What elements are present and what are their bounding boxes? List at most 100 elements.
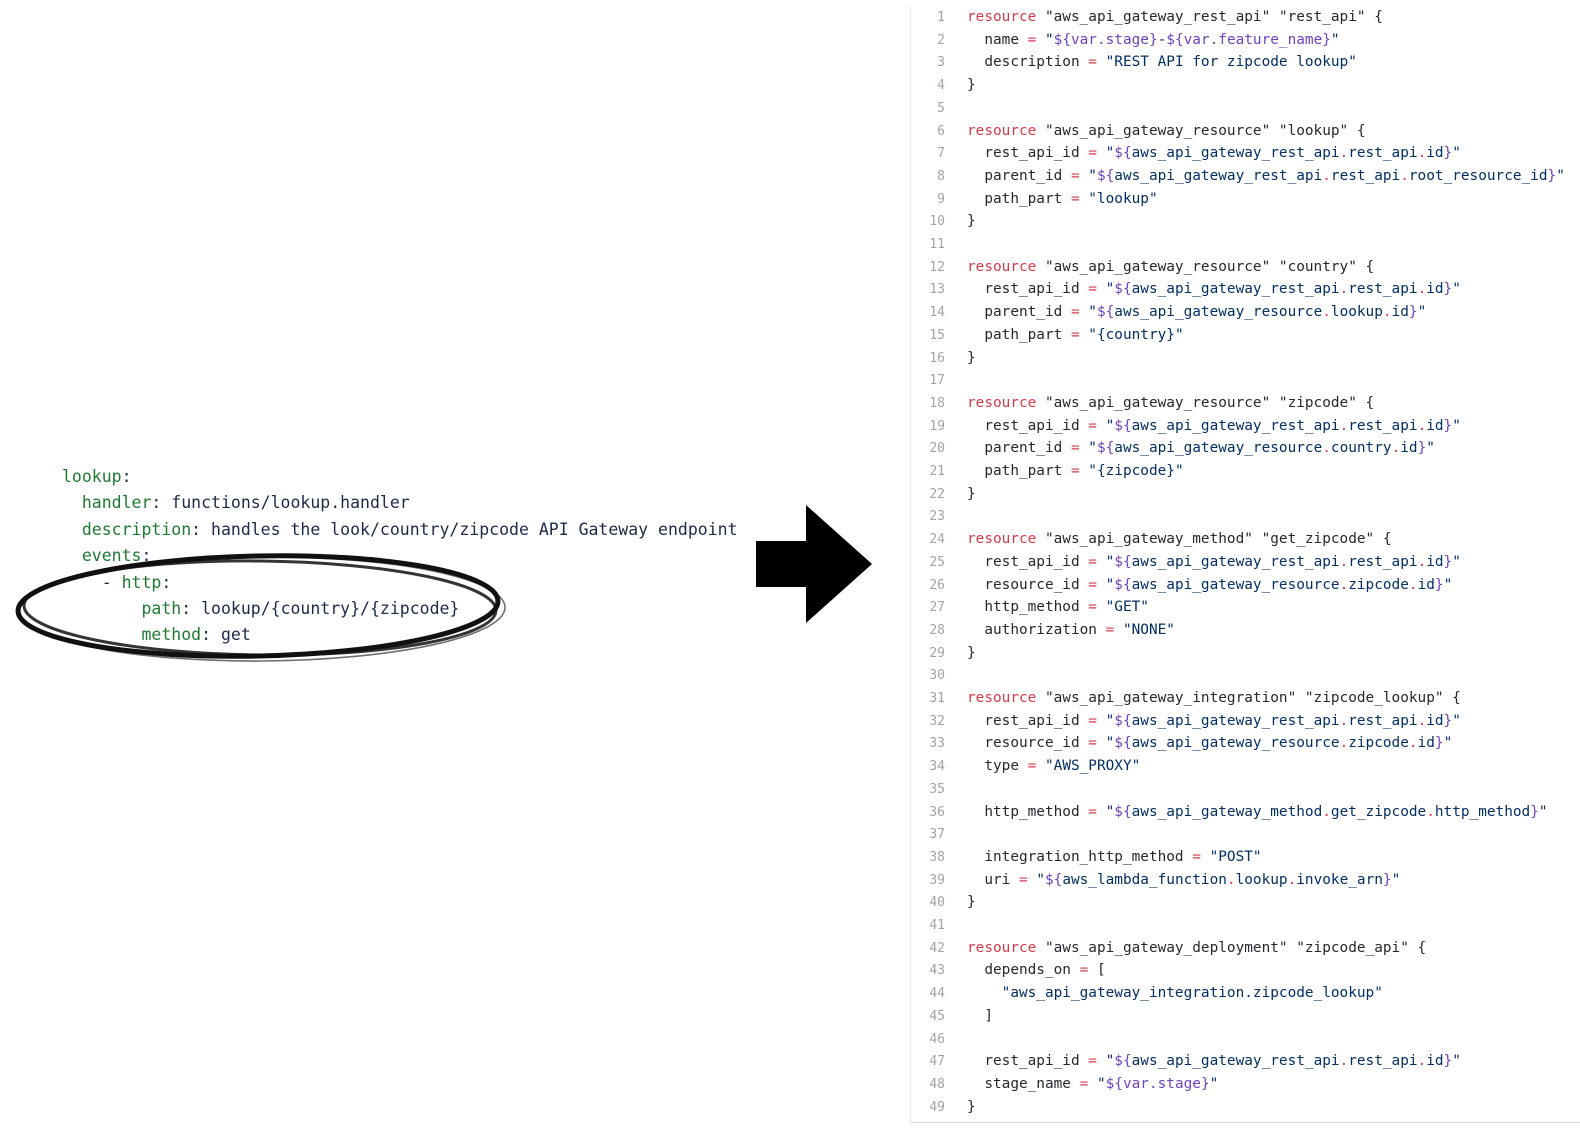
code-token: depends_on bbox=[967, 962, 1080, 979]
code-token: path_part bbox=[967, 190, 1071, 207]
code-token: = bbox=[1070, 326, 1080, 343]
code-token: "{country}" bbox=[1079, 326, 1184, 343]
line-number: 39 bbox=[929, 872, 945, 888]
yaml-token: lookup/{country}/{zipcode} bbox=[201, 598, 460, 618]
line-number: 43 bbox=[929, 963, 945, 979]
code-token: "AWS_PROXY" bbox=[1036, 758, 1141, 775]
code-line: 14 parent_id = "${aws_api_gateway_resour… bbox=[911, 301, 1426, 324]
code-token: rest_api bbox=[1348, 712, 1418, 729]
code-token: ${ bbox=[1044, 871, 1063, 888]
code-token: } bbox=[1530, 803, 1539, 820]
code-token: http_method bbox=[1434, 803, 1531, 820]
line-number: 11 bbox=[929, 237, 945, 252]
code-token: "lookup" bbox=[1079, 190, 1158, 207]
code-token: rest_api bbox=[1348, 145, 1418, 162]
code-token: - bbox=[1157, 31, 1167, 48]
code-line: 29} bbox=[911, 642, 975, 665]
code-token: root_resource_id bbox=[1408, 167, 1548, 184]
code-token: } bbox=[967, 485, 976, 502]
line-number: 20 bbox=[929, 441, 945, 457]
code-token: zipcode bbox=[1348, 576, 1409, 593]
line-number: 13 bbox=[929, 282, 945, 298]
code-token: " bbox=[1096, 735, 1115, 752]
code-token: id bbox=[1426, 281, 1444, 298]
code-token: = bbox=[1079, 1075, 1089, 1092]
code-token: aws_api_gateway_rest_api bbox=[1131, 712, 1340, 729]
code-token: get_zipcode bbox=[1330, 803, 1427, 820]
code-token: "POST" bbox=[1200, 848, 1262, 865]
code-token: = bbox=[1088, 576, 1097, 593]
code-token: "REST API for zipcode lookup" bbox=[1096, 54, 1357, 71]
code-token: " bbox=[1417, 304, 1427, 321]
code-token: id bbox=[1426, 712, 1444, 729]
code-token: = bbox=[1070, 167, 1080, 184]
line-number: 16 bbox=[929, 350, 945, 366]
code-token: id bbox=[1400, 440, 1418, 457]
yaml-token: : bbox=[141, 546, 152, 566]
line-number: 35 bbox=[929, 781, 945, 797]
code-token: " bbox=[1443, 576, 1453, 593]
code-line: 45 ] bbox=[911, 1005, 993, 1028]
code-token: aws_api_gateway_rest_api bbox=[1131, 1053, 1340, 1070]
code-token: country bbox=[1330, 440, 1392, 457]
code-token: " bbox=[1027, 871, 1045, 888]
code-token: id bbox=[1426, 1053, 1444, 1070]
code-token: "aws_api_gateway_resource" "lookup" { bbox=[1036, 122, 1366, 139]
yaml-line: method: get bbox=[62, 622, 738, 648]
code-token: . bbox=[1322, 167, 1331, 184]
code-token: } bbox=[1382, 871, 1392, 888]
code-line: 28 authorization = "NONE" bbox=[911, 619, 1175, 642]
code-token: . bbox=[1426, 803, 1435, 820]
code-token: id bbox=[1426, 145, 1444, 162]
line-number: 49 bbox=[929, 1099, 945, 1115]
code-token: ${ bbox=[1114, 281, 1132, 298]
code-token: = bbox=[1088, 553, 1097, 570]
code-token: id bbox=[1417, 576, 1435, 593]
code-token: = bbox=[1192, 848, 1201, 865]
code-token: resource bbox=[967, 122, 1037, 139]
code-token: aws_api_gateway_resource bbox=[1131, 735, 1340, 752]
code-token: "aws_api_gateway_integration.zipcode_loo… bbox=[967, 985, 1383, 1002]
line-number: 36 bbox=[929, 804, 945, 820]
code-token: = bbox=[1070, 463, 1080, 479]
code-token: ${ bbox=[1114, 803, 1132, 820]
code-token: rest_api bbox=[1348, 553, 1418, 570]
code-token: . bbox=[1400, 167, 1409, 184]
code-token: " bbox=[1330, 31, 1340, 48]
code-token: . bbox=[1339, 281, 1349, 298]
code-token: . bbox=[1417, 712, 1427, 729]
code-line: 25 rest_api_id = "${aws_api_gateway_rest… bbox=[911, 551, 1461, 574]
code-token: ${ bbox=[1096, 304, 1115, 321]
code-token: = bbox=[1088, 599, 1097, 616]
code-token: } bbox=[967, 1098, 976, 1115]
code-token: [ bbox=[1088, 962, 1106, 979]
yaml-token: events bbox=[62, 546, 142, 566]
code-line: 22} bbox=[911, 483, 976, 506]
code-token: . bbox=[1408, 735, 1418, 752]
code-token: } bbox=[1443, 1053, 1453, 1070]
code-token: = bbox=[1079, 962, 1089, 979]
code-token: stage_name bbox=[967, 1075, 1080, 1092]
code-line: 40} bbox=[911, 891, 975, 914]
line-number: 34 bbox=[929, 759, 945, 775]
code-token: . bbox=[1322, 803, 1331, 820]
line-number: 12 bbox=[929, 259, 945, 275]
code-token: " bbox=[1452, 145, 1461, 162]
code-token: parent_id bbox=[967, 304, 1071, 321]
code-token: ] bbox=[967, 1007, 993, 1024]
code-token: " bbox=[1452, 1053, 1461, 1070]
code-token: = bbox=[1088, 281, 1097, 298]
code-token: = bbox=[1088, 735, 1097, 752]
serverless-yaml-snippet: lookup: handler: functions/lookup.handle… bbox=[62, 464, 738, 649]
code-token: rest_api_id bbox=[967, 553, 1089, 570]
code-token: } bbox=[1443, 281, 1453, 298]
code-token: " bbox=[1452, 281, 1461, 298]
code-line: 39 uri = "${aws_lambda_function.lookup.i… bbox=[911, 869, 1400, 892]
code-token: " bbox=[1443, 735, 1453, 752]
code-token: id bbox=[1391, 304, 1409, 321]
code-token: " bbox=[1209, 1075, 1219, 1092]
code-token: ${ bbox=[1114, 576, 1132, 593]
line-number: 32 bbox=[929, 713, 945, 729]
